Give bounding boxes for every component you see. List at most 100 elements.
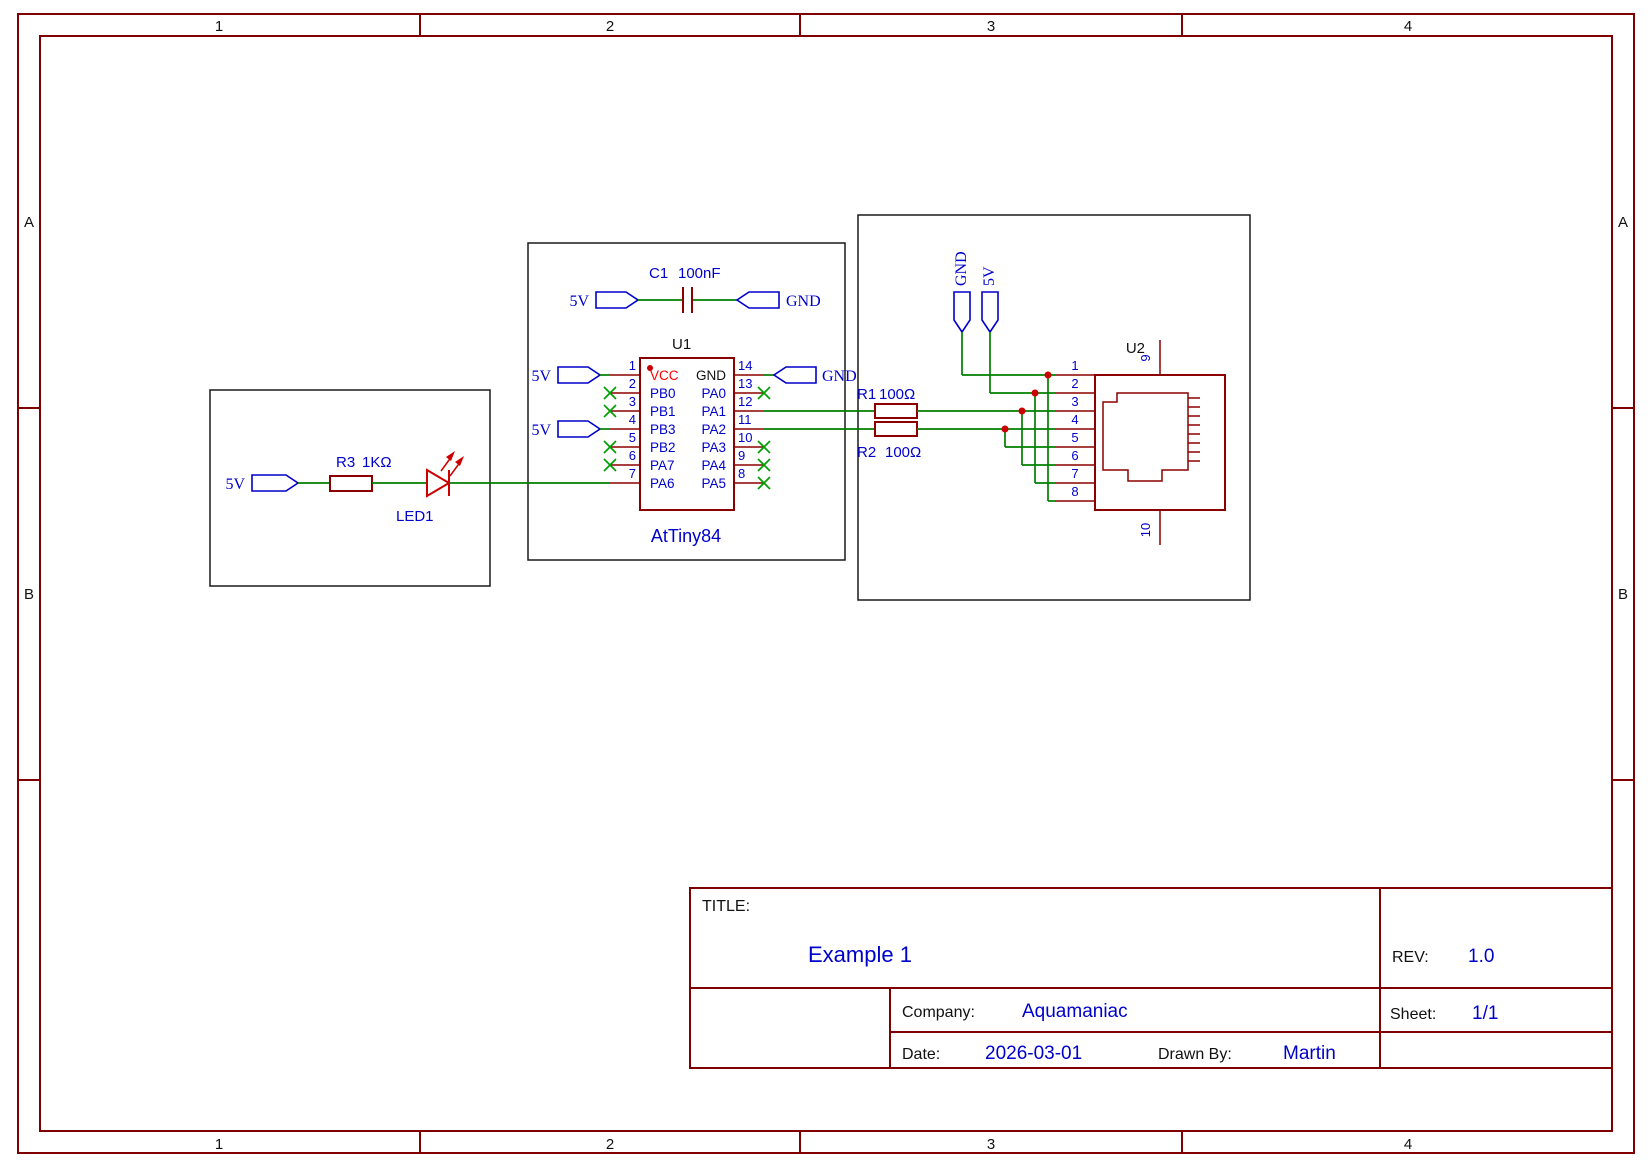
resistor-ref: R1 (857, 386, 876, 403)
pin-name: PA2 (701, 422, 726, 437)
frame-column-label: 4 (1404, 1136, 1412, 1153)
company-value[interactable]: Aquamaniac (1022, 1001, 1128, 1022)
net-flag-shape (595, 291, 640, 309)
pin-name: PA5 (701, 476, 726, 491)
pin-name: PA3 (701, 440, 726, 455)
pin-name: PA7 (650, 458, 675, 473)
no-connect-icon (757, 458, 771, 472)
date-value[interactable]: 2026-03-01 (985, 1043, 1082, 1064)
led-emission-arrowhead (455, 456, 464, 466)
sheet-value[interactable]: 1/1 (1472, 1003, 1498, 1024)
pin-name: PB3 (650, 422, 676, 437)
resistor-body[interactable] (874, 421, 918, 437)
net-flag-shape (251, 474, 300, 492)
pin-name: VCC (650, 368, 679, 383)
pin-number: 3 (1071, 394, 1078, 409)
net-flag-label: 5V (569, 293, 589, 310)
cap-ref: C1 (649, 265, 668, 282)
sheet-title-value[interactable]: Example 1 (808, 942, 912, 967)
net-flag-5v-pin4[interactable]: 5V (531, 420, 602, 439)
pin-number: 10 (738, 430, 752, 445)
ic-body[interactable] (639, 357, 735, 511)
led-emission-arrowhead (446, 451, 455, 461)
resistor-r1[interactable]: R1 100Ω (857, 386, 918, 419)
sheet-frame: 1 2 3 4 1 2 3 4 A B A B (17, 13, 1635, 1154)
net-flag-label: 5V (531, 422, 551, 439)
connector-body[interactable] (1094, 374, 1226, 511)
no-connect-icon (603, 458, 617, 472)
pin-number: 7 (629, 466, 636, 481)
net-flag-gnd-pin14[interactable]: GND (772, 366, 857, 385)
mcu-subcircuit-frame[interactable] (527, 242, 846, 561)
ic-u1[interactable]: 1 VCC GND 14 2 PB0 PA0 13 3 PB1 PA1 12 4… (610, 357, 764, 546)
led-subcircuit-frame[interactable] (209, 389, 491, 587)
pin-number: 13 (738, 376, 752, 391)
sheet-label: Sheet: (1390, 1006, 1436, 1023)
capacitor-c1[interactable] (682, 287, 693, 313)
pin-number: 7 (1071, 466, 1078, 481)
net-flag-5v-pin1[interactable]: 5V (531, 366, 602, 385)
net-flag-shape (735, 291, 780, 309)
no-connect-icon (603, 404, 617, 418)
frame-row-label: A (1618, 214, 1628, 231)
connector-subcircuit-frame[interactable] (857, 214, 1251, 601)
pin-name: PB2 (650, 440, 676, 455)
title-label: TITLE: (702, 898, 750, 915)
no-connect-marks-left[interactable] (603, 386, 617, 472)
pin-name: GND (696, 368, 726, 383)
company-label: Company: (902, 1004, 975, 1021)
connector-u2[interactable]: 1 2 3 4 5 6 7 8 9 10 (1055, 340, 1226, 545)
pin-number: 10 (1138, 523, 1153, 537)
resistor-value: 100Ω (885, 444, 921, 461)
led-led1[interactable]: LED1 (396, 451, 464, 525)
ic-name: AtTiny84 (651, 526, 721, 546)
ic-refdes: U1 (672, 336, 691, 353)
pin-number: 1 (629, 358, 636, 373)
frame-inner-border (39, 35, 1613, 1132)
net-flag-5v-led[interactable]: 5V (225, 474, 300, 493)
drawn-by-value[interactable]: Martin (1283, 1043, 1336, 1064)
pin-number: 6 (629, 448, 636, 463)
no-connect-icon (757, 386, 771, 400)
led-anode-triangle (426, 468, 451, 498)
net-flag-shape (772, 366, 817, 384)
title-block: TITLE: Example 1 REV: 1.0 Company: Aquam… (689, 887, 1613, 1069)
pin-number: 1 (1071, 358, 1078, 373)
resistor-ref: R3 (336, 454, 355, 471)
pin-name: PA6 (650, 476, 675, 491)
net-flag-label: 5V (981, 266, 998, 286)
pin-name: PB1 (650, 404, 676, 419)
frame-outer-border (17, 13, 1635, 1154)
no-connect-icon (603, 386, 617, 400)
wire-junction-dot (1044, 371, 1052, 379)
frame-column-label: 3 (987, 1136, 995, 1153)
pin-number: 4 (629, 412, 636, 427)
pin-number: 9 (1138, 354, 1153, 361)
pin-name: PA1 (701, 404, 726, 419)
net-flag-gnd-cap[interactable]: GND (735, 291, 821, 310)
net-flag-5v-connector[interactable]: 5V (981, 266, 999, 334)
no-connect-marks-right[interactable] (757, 386, 771, 490)
pin-number: 14 (738, 358, 752, 373)
resistor-body[interactable] (874, 403, 918, 419)
pin-number: 2 (629, 376, 636, 391)
no-connect-icon (757, 476, 771, 490)
pin-number: 12 (738, 394, 752, 409)
pin-name: PB0 (650, 386, 676, 401)
pin-number: 6 (1071, 448, 1078, 463)
resistor-r3[interactable]: R3 1KΩ (329, 454, 392, 492)
drawn-by-label: Drawn By: (1158, 1046, 1232, 1063)
pin-number: 2 (1071, 376, 1078, 391)
frame-row-label: A (24, 214, 34, 231)
net-flag-5v-cap[interactable]: 5V (569, 291, 640, 310)
rev-value[interactable]: 1.0 (1468, 946, 1494, 967)
title-block-border (689, 887, 1613, 1069)
resistor-body[interactable] (329, 475, 373, 492)
frame-column-label: 1 (215, 18, 223, 35)
resistor-r2[interactable]: R2 100Ω (857, 421, 921, 461)
frame-column-label: 4 (1404, 18, 1412, 35)
net-flag-label: GND (822, 368, 857, 385)
resistor-value: 100Ω (879, 386, 915, 403)
net-flag-gnd-connector[interactable]: GND (953, 251, 971, 334)
